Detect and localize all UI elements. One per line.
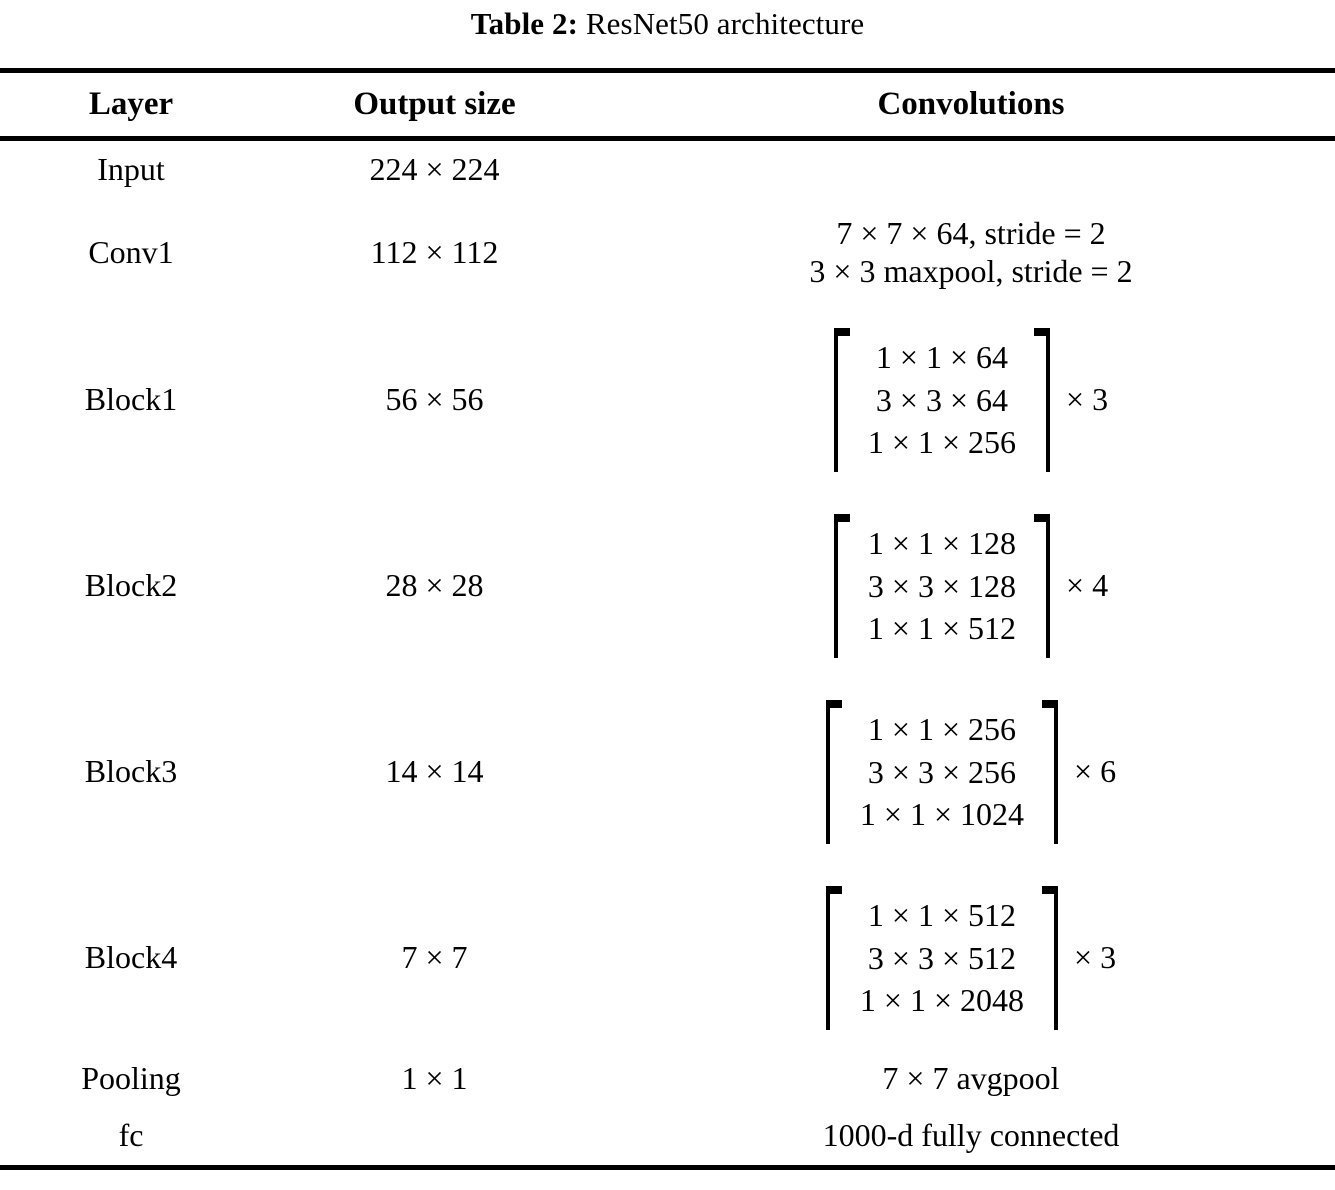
cell-layer-block1: Block1: [84, 381, 178, 418]
matrix-row: 1 × 1 × 256: [867, 424, 1017, 461]
table-bottom-rule: [0, 1165, 1335, 1170]
matrix-row: 3 × 3 × 512: [867, 939, 1017, 976]
table-body: Input 224 × 224 Conv1 112 × 112 7 × 7 × …: [0, 141, 1335, 1165]
cell-output-size-fc: [262, 1107, 607, 1165]
cell-layer-fc: fc: [118, 1117, 144, 1154]
cell-convolutions-block3: 1 × 1 × 256 3 × 3 × 256 1 × 1 × 1024 × 6: [607, 679, 1335, 865]
table-row: Block3 14 × 14 1 × 1 × 256 3 × 3 × 256 1…: [0, 679, 1335, 865]
matrix-row: 1 × 1 × 512: [867, 610, 1017, 647]
table-row: Pooling 1 × 1 7 × 7 avgpool: [0, 1051, 1335, 1107]
left-bracket-icon: [833, 327, 850, 473]
column-header-output-size: Output size: [353, 86, 516, 123]
matrix-row: 3 × 3 × 64: [875, 381, 1009, 418]
cell-layer-block3: Block3: [84, 753, 178, 790]
table-row: Conv1 112 × 112 7 × 7 × 64, stride = 2 3…: [0, 199, 1335, 307]
cell-output-size-block4: 7 × 7: [401, 939, 468, 976]
cell-convolutions-fc: 1000-d fully connected: [607, 1107, 1335, 1165]
cell-layer-block4: Block4: [84, 939, 178, 976]
matrix-row: 1 × 1 × 2048: [859, 982, 1025, 1019]
right-bracket-icon: [1042, 699, 1059, 845]
table-row: Block2 28 × 28 1 × 1 × 128 3 × 3 × 128 1…: [0, 493, 1335, 679]
table-header-rule: [0, 136, 1335, 141]
resnet50-architecture-table: Layer Output size Convolutions: [0, 73, 1335, 136]
matrix-row: 1 × 1 × 128: [867, 524, 1017, 561]
conv-line: 7 × 7 avgpool: [882, 1060, 1060, 1097]
cell-output-size-input: 224 × 224: [369, 151, 500, 188]
right-bracket-icon: [1042, 885, 1059, 1031]
cell-convolutions-block2: 1 × 1 × 128 3 × 3 × 128 1 × 1 × 512 × 4: [607, 493, 1335, 679]
cell-output-size-block2: 28 × 28: [385, 567, 484, 604]
table-row: Block4 7 × 7 1 × 1 × 512 3 × 3 × 512 1 ×…: [0, 865, 1335, 1051]
block-multiplier: × 3: [1074, 939, 1117, 976]
column-header-layer: Layer: [88, 86, 174, 123]
matrix-row: 1 × 1 × 512: [867, 896, 1017, 933]
table-top-rule: [0, 68, 1335, 73]
cell-convolutions-pooling: 7 × 7 avgpool: [607, 1051, 1335, 1107]
cell-output-size-block1: 56 × 56: [385, 381, 484, 418]
cell-convolutions-input: [607, 141, 1335, 199]
header-row: Layer Output size Convolutions: [0, 73, 1335, 136]
table-row: fc 1000-d fully connected: [0, 1107, 1335, 1165]
left-bracket-icon: [825, 699, 842, 845]
matrix-row: 3 × 3 × 256: [867, 753, 1017, 790]
matrix-row: 1 × 1 × 64: [875, 338, 1009, 375]
column-header-convolutions: Convolutions: [877, 86, 1065, 123]
cell-layer-conv1: Conv1: [88, 234, 174, 271]
conv-line: 1000-d fully connected: [822, 1117, 1120, 1154]
cell-output-size-conv1: 112 × 112: [370, 234, 499, 271]
matrix-row: 1 × 1 × 256: [867, 710, 1017, 747]
left-bracket-icon: [825, 885, 842, 1031]
table-row: Input 224 × 224: [0, 141, 1335, 199]
cell-layer-pooling: Pooling: [81, 1060, 181, 1097]
table-caption: Table 2: ResNet50 architecture: [0, 0, 1335, 39]
cell-output-size-pooling: 1 × 1: [401, 1060, 468, 1097]
right-bracket-icon: [1034, 513, 1051, 659]
cell-output-size-block3: 14 × 14: [385, 753, 484, 790]
resnet50-architecture-body: Input 224 × 224 Conv1 112 × 112 7 × 7 × …: [0, 141, 1335, 1165]
matrix-row: 1 × 1 × 1024: [859, 796, 1025, 833]
matrix-row: 3 × 3 × 128: [867, 567, 1017, 604]
block-multiplier: × 4: [1066, 567, 1109, 604]
block-multiplier: × 3: [1066, 381, 1109, 418]
cell-convolutions-block1: 1 × 1 × 64 3 × 3 × 64 1 × 1 × 256 × 3: [607, 307, 1335, 493]
caption-text: ResNet50 architecture: [585, 6, 865, 41]
conv-line: 7 × 7 × 64, stride = 2: [836, 215, 1106, 252]
cell-convolutions-conv1: 7 × 7 × 64, stride = 2 3 × 3 maxpool, st…: [607, 199, 1335, 307]
caption-label: Table 2:: [470, 6, 579, 41]
conv-line: 3 × 3 maxpool, stride = 2: [809, 253, 1133, 289]
table-row: Block1 56 × 56 1 × 1 × 64 3 × 3 × 64 1 ×…: [0, 307, 1335, 493]
right-bracket-icon: [1034, 327, 1051, 473]
table-header: Layer Output size Convolutions: [0, 73, 1335, 136]
cell-convolutions-block4: 1 × 1 × 512 3 × 3 × 512 1 × 1 × 2048 × 3: [607, 865, 1335, 1051]
block-multiplier: × 6: [1074, 753, 1117, 790]
cell-layer-block2: Block2: [84, 567, 178, 604]
left-bracket-icon: [833, 513, 850, 659]
cell-layer-input: Input: [97, 151, 165, 188]
